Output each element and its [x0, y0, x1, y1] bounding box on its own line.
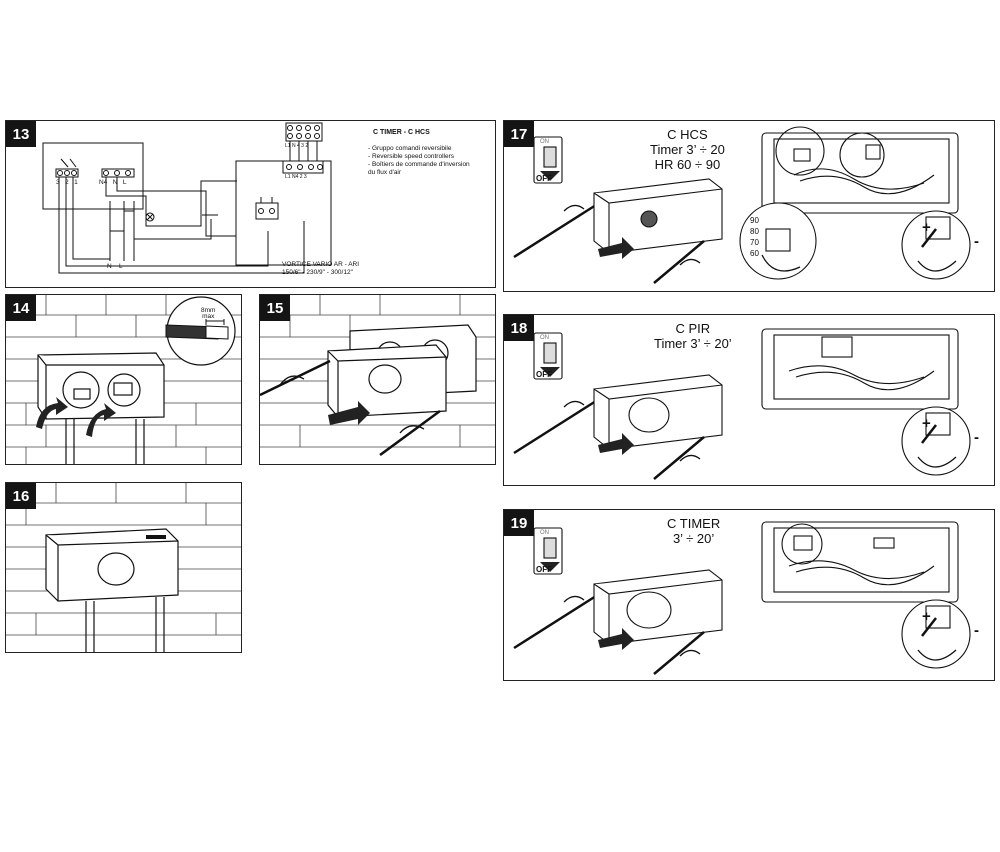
panel-18-number: 18 [504, 315, 534, 341]
humidity-scale-mark: 70 [750, 238, 759, 247]
panel-13-number: 13 [6, 121, 36, 147]
terminal-label: N [112, 179, 118, 186]
terminal-label: 3 [301, 143, 304, 149]
plus-sign: + [922, 219, 931, 236]
description-line: - Gruppo comandi reversibile [368, 145, 452, 152]
panel-14-wiring-terminals: 14 8mm max [5, 294, 242, 465]
brick-wall-scene [6, 483, 241, 652]
top-terminal-labels: L1 N 4 3 2 [285, 143, 308, 149]
model-name: C PIR [675, 321, 711, 336]
description-line: - Reversible speed controllers [368, 153, 454, 160]
humidity-range: HR 60 ÷ 90 [654, 157, 721, 172]
terminal-label: L1 [285, 174, 291, 180]
panel-17-number: 17 [504, 121, 534, 147]
pir-adjustment-illustration [513, 328, 971, 480]
controller-title: C TIMER - C HCS [373, 129, 430, 136]
switch-on-label: ON [540, 335, 549, 341]
minus-sign: - [974, 622, 979, 639]
supply-label: N [107, 263, 112, 270]
terminal-label: 3 [56, 179, 60, 186]
hcs-adjustment-illustration [513, 126, 971, 284]
pir-caption: C PIR Timer 3’ ÷ 20’ [654, 321, 732, 351]
timer-range: 3’ ÷ 20’ [672, 531, 715, 546]
plus-sign: + [922, 608, 931, 625]
minus-sign: - [974, 233, 979, 250]
switch-off-label: OFF [536, 174, 552, 183]
fan-model-name: VORTICE VARIO AR - ARI [282, 261, 360, 268]
terminal-label: L [122, 179, 127, 186]
terminal-label: 2 [65, 179, 69, 186]
humidity-scale-mark: 90 [750, 216, 759, 225]
terminal-label: 3 [303, 174, 307, 180]
description-line: - Boîtiers de commande d'inversion [368, 161, 470, 168]
left-terminal-labels: 3 2 1 [56, 179, 78, 187]
plus-sign: + [922, 415, 931, 432]
timer-adjustment-illustration [513, 521, 971, 675]
supply-labels: N L [107, 263, 123, 271]
terminal-label: N4 [291, 174, 299, 180]
terminal-label: 2 [299, 174, 303, 180]
timer-caption: C TIMER 3’ ÷ 20’ [667, 516, 720, 546]
panel-19-timer-setup: 19 ON OFF C TIMER 3’ ÷ 20’ + - [503, 509, 995, 681]
switch-on-label: ON [540, 139, 549, 145]
terminal-label: N [291, 143, 296, 149]
fan-terminal-labels: L1 N4 2 3 [285, 174, 307, 180]
strip-length-note: max [202, 313, 215, 320]
panel-16-number: 16 [6, 483, 36, 509]
terminal-label: 2 [305, 143, 309, 149]
panel-17-hcs-setup: 17 ON OFF C HCS Timer 3’ ÷ 20 HR 60 ÷ 90… [503, 120, 995, 292]
brick-wall-scene [6, 295, 241, 464]
strip-length-label: 8mm max [201, 307, 216, 320]
controller-description: - Gruppo comandi reversibile - Reversibl… [368, 145, 470, 177]
panel-15-number: 15 [260, 295, 290, 321]
humidity-scale: 90 80 70 60 [750, 215, 759, 259]
panel-15-cover-mount: 15 [259, 294, 496, 465]
mid-terminal-labels: N4 N L [99, 179, 126, 187]
panel-14-number: 14 [6, 295, 36, 321]
model-name: C HCS [667, 127, 708, 142]
panel-16-installed-unit: 16 [5, 482, 242, 653]
terminal-label: 1 [74, 179, 78, 186]
model-name: C TIMER [667, 516, 721, 531]
panel-19-number: 19 [504, 510, 534, 536]
terminal-label: L1 [285, 143, 291, 149]
switch-off-label: OFF [536, 565, 552, 574]
strip-length: 8mm [201, 307, 216, 314]
timer-range: Timer 3’ ÷ 20 [650, 142, 725, 157]
hcs-caption: C HCS Timer 3’ ÷ 20 HR 60 ÷ 90 [650, 127, 725, 172]
timer-range: Timer 3’ ÷ 20’ [654, 336, 732, 351]
switch-off-label: OFF [536, 370, 552, 379]
brick-wall-scene [260, 295, 495, 457]
minus-sign: - [974, 429, 979, 446]
fan-model-sizes: 150/6" - 230/9" - 300/12" [282, 269, 353, 276]
terminal-label: N4 [99, 179, 108, 186]
humidity-scale-mark: 80 [750, 227, 759, 236]
switch-on-label: ON [540, 530, 549, 536]
panel-18-pir-setup: 18 ON OFF C PIR Timer 3’ ÷ 20’ + - [503, 314, 995, 486]
description-line: du flux d'air [368, 169, 402, 176]
panel-13-wiring-diagram: 13 [5, 120, 496, 288]
fan-model: VORTICE VARIO AR - ARI 150/6" - 230/9" -… [282, 261, 359, 277]
supply-label: L [118, 263, 123, 270]
terminal-label: 4 [296, 143, 300, 149]
humidity-scale-mark: 60 [750, 249, 759, 258]
wiring-diagram [42, 122, 332, 274]
